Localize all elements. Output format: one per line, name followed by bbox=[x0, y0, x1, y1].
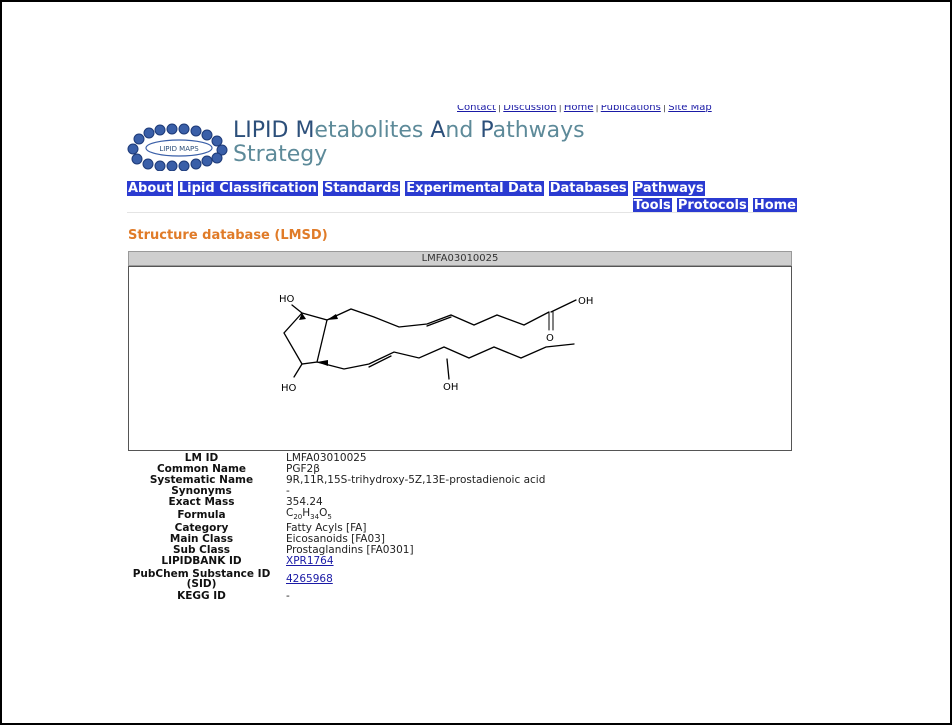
top-link-separator: | bbox=[662, 105, 667, 113]
property-row: Sub Class Prostaglandins [FA0301] bbox=[127, 545, 545, 556]
nav-home[interactable]: Home bbox=[752, 198, 797, 213]
top-link-separator: | bbox=[595, 105, 599, 113]
label-oh-acid: OH bbox=[578, 296, 593, 307]
site-title-part: M bbox=[295, 118, 315, 143]
site-title-part: LIPID bbox=[233, 118, 296, 143]
property-value-common-name: PGF2β bbox=[286, 463, 320, 475]
lipid-maps-logo: LIPID MAPS bbox=[127, 123, 228, 171]
label-ho-top: HO bbox=[279, 294, 295, 305]
property-row: Common Name PGF2β bbox=[127, 464, 545, 475]
property-row: Systematic Name 9R,11R,15S-trihydroxy-5Z,… bbox=[127, 474, 546, 486]
label-oh-chain: OH bbox=[443, 382, 458, 393]
formula-part: O bbox=[319, 507, 328, 519]
property-key-lipidbank-id: LIPIDBANK ID bbox=[161, 555, 242, 568]
property-row: Exact Mass 354.24 bbox=[127, 497, 545, 508]
property-key-systematic-name: Systematic Name bbox=[149, 474, 254, 486]
property-value-main-class: Eicosanoids [FA03] bbox=[286, 533, 385, 546]
top-link-separator: | bbox=[497, 105, 502, 113]
site-title-line2: Strategy bbox=[233, 142, 328, 167]
main-nav: About Lipid Classification Standards Exp… bbox=[127, 179, 797, 213]
property-row: KEGG ID - bbox=[127, 591, 545, 602]
property-key-category: Category bbox=[174, 522, 229, 535]
property-value-lipidbank-id[interactable]: XPR1764 bbox=[282, 556, 545, 567]
formula-part: C bbox=[286, 507, 294, 519]
property-value-kegg-id: - bbox=[286, 590, 290, 603]
label-o-acid: O bbox=[546, 333, 554, 344]
property-value-lm-id: LMFA03010025 bbox=[286, 452, 367, 464]
formula-part: 34 bbox=[310, 513, 320, 522]
page-heading: Structure database (LMSD) bbox=[128, 228, 328, 243]
structure-image: HO HO OH O OH bbox=[128, 266, 792, 451]
property-value-pubchem-substance-id-sid[interactable]: 4265968 bbox=[282, 567, 545, 591]
nav-divider bbox=[127, 212, 797, 213]
property-key-formula: Formula bbox=[177, 509, 226, 522]
property-value-category: Fatty Acyls [FA] bbox=[286, 522, 367, 535]
site-title-part: nd bbox=[445, 118, 481, 143]
site-title-part: etabolites bbox=[314, 118, 431, 143]
nav-databases[interactable]: Databases bbox=[548, 181, 628, 196]
property-key-sub-class: Sub Class bbox=[172, 544, 231, 557]
property-key-main-class: Main Class bbox=[169, 533, 234, 546]
site-title-part: P bbox=[480, 118, 493, 143]
property-key-kegg-id: KEGG ID bbox=[177, 590, 226, 603]
nav-lipid-classification[interactable]: Lipid Classification bbox=[177, 181, 318, 196]
record-id-bar: LMFA03010025 bbox=[128, 251, 792, 266]
nav-standards[interactable]: Standards bbox=[322, 181, 401, 196]
nav-pathways[interactable]: Pathways bbox=[632, 181, 705, 196]
site-title: LIPID Metabolites And Pathways Strategy bbox=[233, 119, 585, 167]
property-key-pubchem-substance-id-sid: PubChem Substance ID (SID) bbox=[132, 568, 271, 591]
site-title-line1: LIPID Metabolites And Pathways bbox=[233, 119, 585, 143]
top-link-separator: | bbox=[558, 105, 562, 113]
logo-text: LIPID MAPS bbox=[159, 145, 199, 153]
property-key-common-name: Common Name bbox=[156, 463, 247, 475]
label-ho-bottom: HO bbox=[281, 383, 297, 394]
formula-part: 5 bbox=[327, 513, 332, 522]
property-row: Category Fatty Acyls [FA] bbox=[127, 523, 545, 534]
formula-part: 20 bbox=[293, 513, 303, 522]
top-link-site-map[interactable]: Site Map bbox=[668, 105, 712, 113]
nav-protocols[interactable]: Protocols bbox=[676, 198, 748, 213]
property-value-synonyms: - bbox=[286, 485, 290, 497]
nav-row-2: Tools Protocols Home bbox=[127, 196, 797, 213]
nav-tools[interactable]: Tools bbox=[632, 198, 672, 213]
top-link-contact[interactable]: Contact bbox=[457, 105, 496, 113]
property-row: LM ID LMFA03010025 bbox=[127, 453, 545, 464]
property-key-synonyms: Synonyms bbox=[171, 485, 232, 497]
property-value-formula: C20H34O5 bbox=[282, 508, 545, 523]
property-value-systematic-name: 9R,11R,15S-trihydroxy-5Z,13E-prostadieno… bbox=[286, 474, 546, 486]
property-key-lm-id: LM ID bbox=[184, 452, 219, 464]
site-title-part: A bbox=[430, 118, 446, 143]
top-links: Contact|Discussion|Home|Publications|Sit… bbox=[457, 105, 712, 114]
structure-drawing: HO HO OH O OH bbox=[279, 294, 593, 394]
property-row: Formula C20H34O5 bbox=[127, 508, 545, 523]
nav-row-1: About Lipid Classification Standards Exp… bbox=[127, 179, 797, 196]
property-value-sub-class: Prostaglandins [FA0301] bbox=[286, 544, 414, 557]
site-title-part: athways bbox=[492, 118, 585, 143]
property-link-lipidbank-id[interactable]: XPR1764 bbox=[286, 555, 334, 568]
property-row: LIPIDBANK ID XPR1764 bbox=[127, 556, 545, 567]
property-value-exact-mass: 354.24 bbox=[286, 496, 323, 508]
top-link-home[interactable]: Home bbox=[563, 105, 594, 113]
property-row: Main Class Eicosanoids [FA03] bbox=[127, 534, 545, 545]
top-link-publications[interactable]: Publications bbox=[600, 105, 661, 113]
property-key-exact-mass: Exact Mass bbox=[168, 496, 235, 508]
formula-part: H bbox=[302, 507, 311, 519]
property-row: Synonyms - bbox=[127, 486, 545, 497]
top-link-discussion[interactable]: Discussion bbox=[503, 105, 557, 113]
nav-about[interactable]: About bbox=[127, 181, 173, 196]
property-link-pubchem-substance-id-sid[interactable]: 4265968 bbox=[286, 572, 333, 585]
nav-experimental-data[interactable]: Experimental Data bbox=[405, 181, 544, 196]
property-row: PubChem Substance ID (SID) 4265968 bbox=[127, 567, 545, 591]
